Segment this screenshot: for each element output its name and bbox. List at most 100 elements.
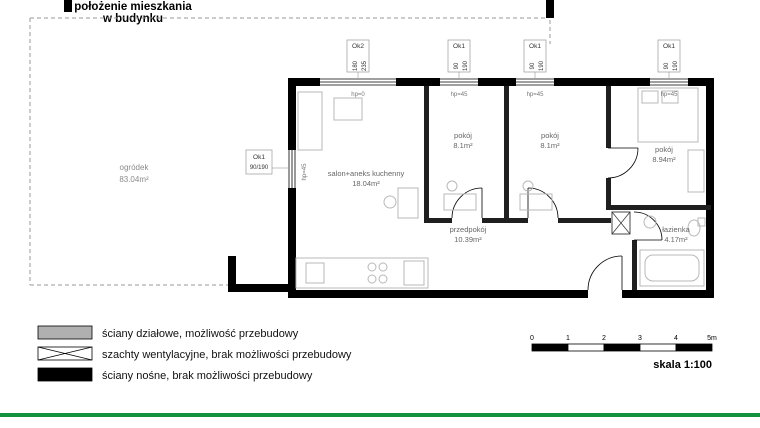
window-height: 235 (362, 60, 368, 71)
scale-tick: 5m (707, 335, 717, 342)
window-dim-labels: Ok2 180 235 Ok1 90 190 Ok1 90 190 Ok1 90… (245, 39, 681, 175)
bathtub (639, 249, 705, 287)
window-code: Ok1 (529, 43, 541, 50)
window-width: 90 (664, 62, 670, 69)
toilet (687, 219, 701, 237)
bathtub-inner (644, 254, 700, 282)
hp-label: hp=45 (451, 92, 469, 98)
wall-segment (288, 78, 296, 150)
wall-segment (706, 78, 714, 298)
door-arc (527, 187, 559, 219)
window-code: Ok1 (253, 154, 265, 161)
partition-walls (424, 86, 711, 290)
header-line2: w budynku (102, 13, 163, 25)
window-ok2 (320, 78, 396, 86)
hp-labels: hp=0 hp=45 hp=45 hp=45 hp=45 (302, 92, 678, 180)
wall-segment (288, 188, 296, 298)
green-divider (0, 413, 760, 417)
wall-segment (396, 78, 440, 86)
wall-segment (622, 290, 714, 298)
partition-segment (606, 205, 711, 210)
window-height: 190 (539, 60, 545, 71)
legend-swatch-load-bearing (37, 367, 93, 382)
header-line1: położenie mieszkania (74, 1, 192, 13)
load-bearing-walls (228, 78, 714, 298)
wardrobe (687, 149, 705, 193)
wall-segment (288, 290, 588, 298)
garden-name: ogródek (120, 163, 150, 172)
desk (397, 187, 419, 219)
window-height: 190 (463, 60, 469, 71)
room-name: łazienka (662, 225, 690, 234)
room-labels: salon+aneks kuchenny 18.04m² pokój 8.1m²… (328, 131, 691, 244)
stove-burner (367, 262, 377, 272)
scale-segment (567, 343, 605, 352)
window-dim-ok1-left: Ok1 90/190 (245, 149, 288, 175)
desk (519, 193, 553, 211)
windows (288, 78, 688, 188)
sofa (297, 91, 323, 151)
hp-label: hp=45 (302, 163, 308, 181)
wall-segment (288, 78, 320, 86)
legend-item-vent: szachty wentylacyjne, brak możliwości pr… (37, 346, 352, 361)
scale-segment (639, 343, 677, 352)
window-height: 190 (673, 60, 679, 71)
toilet-tank (697, 217, 706, 227)
bed (637, 87, 699, 143)
coffee-table (333, 97, 363, 121)
window-width: 180 (353, 60, 359, 71)
window-width: 90 (530, 62, 536, 69)
scale-segment (531, 343, 569, 352)
scale-tick: 1 (566, 335, 570, 342)
door-arc (633, 211, 663, 241)
room-area: 4.17m² (664, 235, 688, 244)
kitchen-counter (295, 257, 429, 289)
room-name: pokój (655, 145, 673, 154)
legend: ściany działowe, możliwość przebudowy sz… (37, 325, 352, 382)
scale-tick: 0 (530, 335, 534, 342)
window-ok1 (516, 78, 554, 86)
garden-label: ogródek 83.04m² (119, 163, 149, 184)
chair (383, 195, 397, 209)
partition-segment (632, 240, 637, 290)
wall-segment (688, 78, 714, 86)
washbasin (643, 215, 657, 229)
stove-burner (367, 274, 377, 284)
window-ok1-left (288, 150, 296, 188)
window-ok1 (650, 78, 688, 86)
furniture (295, 87, 706, 289)
room-area: 8.94m² (652, 155, 676, 164)
scale-tick: 4 (674, 335, 678, 342)
scale-tick: 2 (602, 335, 606, 342)
building-fragment (64, 0, 72, 12)
scale-tick: 3 (638, 335, 642, 342)
garden-dashed-outline (29, 17, 551, 286)
legend-item-load-bearing: ściany nośne, brak możliwości przebudowy (37, 367, 313, 382)
chair (446, 180, 458, 192)
hp-label: hp=45 (661, 92, 679, 98)
scale-bar: 0 1 2 3 4 5m skala 1:100 (530, 335, 717, 371)
partition-segment (482, 218, 528, 223)
legend-swatch-partition (37, 325, 93, 340)
building-fragment (546, 0, 554, 18)
window-width: 90 (454, 62, 460, 69)
sink (305, 262, 325, 284)
legend-label: szachty wentylacyjne, brak możliwości pr… (102, 349, 352, 361)
window-dim-ok1: Ok1 90 190 (447, 39, 471, 78)
vent-shaft (611, 211, 631, 235)
partition-segment (558, 218, 611, 223)
garden-wall (228, 284, 290, 292)
room-name: pokój (541, 131, 559, 140)
door-arc (607, 147, 639, 179)
garden-area: 83.04m² (119, 175, 149, 184)
window-code: Ok1 (453, 43, 465, 50)
room-area: 18.04m² (352, 179, 380, 188)
pillow (661, 90, 679, 104)
window-dim-ok1: Ok1 90 190 (523, 39, 547, 78)
desk (443, 193, 477, 211)
partition-segment (424, 86, 429, 218)
hp-label: hp=45 (527, 92, 545, 98)
room-name: przedpokój (450, 225, 487, 234)
